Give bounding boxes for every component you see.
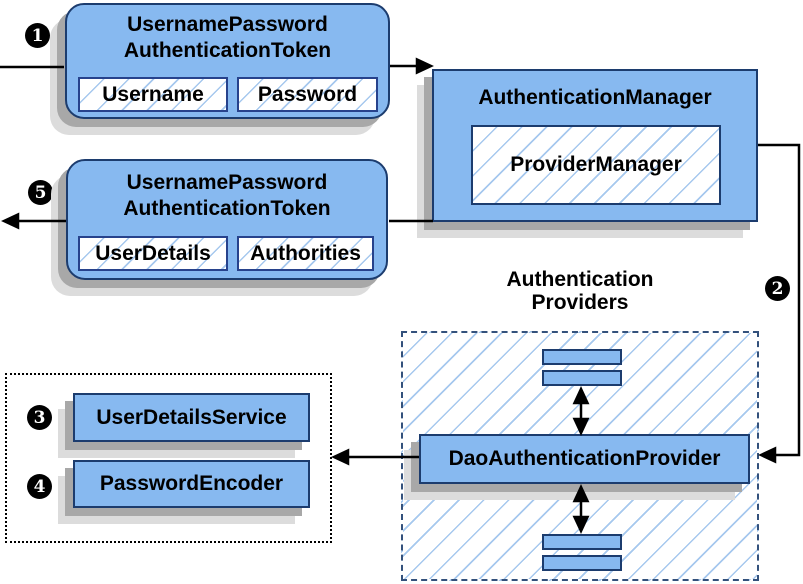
username-field: Username [78,77,228,112]
authorities-field-label: Authorities [250,241,361,265]
step-4-number: 4 [33,476,46,497]
token-to-manager-arrow [390,57,434,75]
step-2-badge: 2 [765,276,790,301]
user-details-service-label: UserDetailsService [96,405,287,429]
password-field-label: Password [257,82,358,106]
password-encoder-label: PasswordEncoder [99,472,284,495]
provider-manager-box: ProviderManager [471,125,721,205]
step-3-badge: 3 [27,405,52,430]
provider-list-icon-top-1 [542,349,622,365]
request-token-box: UsernamePassword AuthenticationToken Use… [65,3,390,119]
dao-authentication-provider-label: DaoAuthenticationProvider [448,447,721,470]
step-5-badge: 5 [28,180,53,205]
provider-manager-label: ProviderManager [510,153,682,176]
request-token-title-line1: UsernamePassword [127,13,328,36]
dao-authentication-provider-box: DaoAuthenticationProvider [419,434,750,484]
result-token-title-line2: AuthenticationToken [123,197,331,220]
providers-group-label-line2: Providers [531,291,629,314]
result-token-title: UsernamePassword AuthenticationToken [68,170,386,222]
step-5-number: 5 [34,182,47,203]
authentication-manager-title: AuthenticationManager [478,86,712,109]
username-field-label: Username [102,82,204,106]
userdetails-field-label: UserDetails [95,241,211,265]
authentication-manager-box: AuthenticationManager ProviderManager [432,69,758,222]
manager-to-dao-arrow [758,143,801,464]
providers-group-label-line1: Authentication [506,268,654,291]
user-details-service-box: UserDetailsService [73,393,310,442]
result-token-box: UsernamePassword AuthenticationToken Use… [66,159,388,280]
services-dotted-box [5,373,332,543]
step-1-number: 1 [31,25,44,46]
provider-list-icon-bottom-2 [542,555,622,571]
password-encoder-box: PasswordEncoder [73,460,310,508]
result-outgoing-arrow [1,212,66,230]
result-token-title-line1: UsernamePassword [126,171,328,194]
provider-list-icon-top-2 [542,370,622,386]
userdetails-field: UserDetails [78,236,228,271]
request-token-title-line2: AuthenticationToken [123,39,332,62]
authorities-field: Authorities [237,236,374,271]
request-token-title: UsernamePassword AuthenticationToken [67,12,388,64]
step-2-number: 2 [771,278,784,299]
provider-list-icon-bottom-1 [542,534,622,550]
step-4-badge: 4 [27,474,52,499]
providers-group-label: Authentication Providers [455,268,705,314]
step-1-badge: 1 [25,23,50,48]
password-field: Password [237,77,378,112]
step-3-number: 3 [33,407,46,428]
